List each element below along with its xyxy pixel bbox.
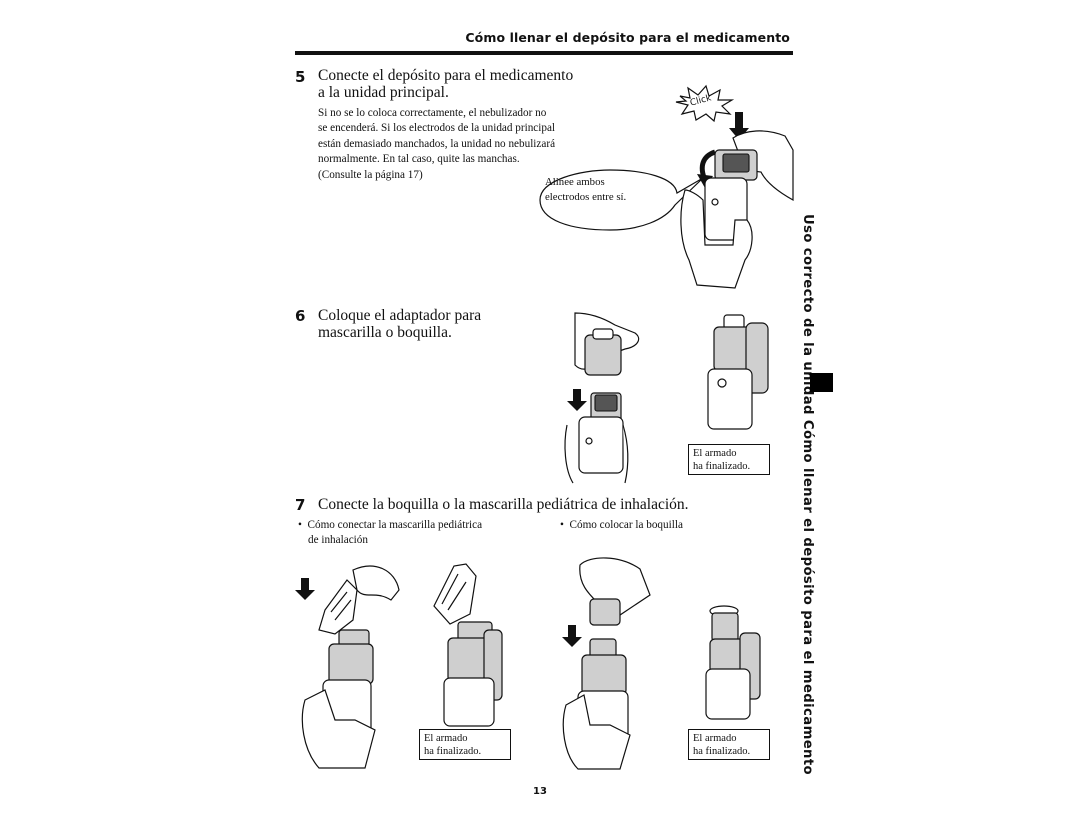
- curved-arrow-icon: [697, 149, 716, 188]
- step7-bullet-mouthpiece: • Cómo colocar la boquilla: [560, 518, 683, 533]
- section-header: Cómo llenar el depósito para el medicame…: [465, 30, 790, 45]
- step5-number: 5: [295, 68, 306, 86]
- mask-done-box: El armado ha finalizado.: [419, 729, 511, 760]
- mouth-done-line2: ha finalizado.: [693, 746, 751, 757]
- mask-attach-illustration: [295, 565, 400, 769]
- step6-adapter-illustration: [564, 312, 640, 484]
- step5-title-line2: a la unidad principal.: [318, 84, 449, 101]
- mouthpiece-attach-illustration: [562, 557, 651, 770]
- speech-bubble: [539, 169, 704, 231]
- step6-done-line2: ha finalizado.: [693, 461, 751, 472]
- down-arrow-icon: [295, 578, 315, 600]
- header-rule: [295, 51, 793, 55]
- bullet-icon: •: [560, 519, 570, 531]
- page-number: 13: [533, 786, 547, 797]
- bullet-mask-line1: Cómo conectar la mascarilla pediátrica: [307, 519, 483, 531]
- step6-title-line2: mascarilla o boquilla.: [318, 324, 452, 341]
- mask-done-line2: ha finalizado.: [424, 746, 482, 757]
- step5-note: Si no se lo coloca correctamente, el neb…: [318, 106, 578, 183]
- bubble-line2: electrodos entre sí.: [545, 191, 627, 203]
- bullet-mouth-text: Cómo colocar la boquilla: [569, 519, 683, 531]
- step6-number: 6: [295, 307, 306, 325]
- step6-done-box: El armado ha finalizado.: [688, 444, 770, 475]
- step5-note-line: están demasiado manchados, la unidad no …: [318, 137, 556, 150]
- step5-note-line: Si no se lo coloca correctamente, el neb…: [318, 107, 547, 119]
- mask-done-line1: El armado: [424, 733, 468, 744]
- click-starburst: [675, 84, 735, 123]
- down-arrow-icon: [567, 389, 587, 411]
- step5-illustration: [680, 112, 794, 289]
- down-arrow-icon: [562, 625, 582, 647]
- step7-title: Conecte la boquilla o la mascarilla pedi…: [318, 496, 689, 513]
- step6-title-line1: Coloque el adaptador para: [318, 307, 482, 324]
- mask-assembled-illustration: [433, 563, 503, 727]
- side-tab-marker: [810, 373, 833, 392]
- bullet-icon: •: [298, 519, 308, 531]
- step5-note-line: se encenderá. Si los electrodos de la un…: [318, 122, 556, 135]
- step7-bullet-mask: • Cómo conectar la mascarilla pediátrica…: [298, 518, 482, 549]
- side-tab-text: Uso correcto de la unidad Cómo llenar el…: [800, 214, 815, 776]
- step6-done-line1: El armado: [693, 448, 737, 459]
- step6-assembled-illustration: [707, 314, 769, 430]
- bubble-line1: Alinee ambos: [545, 176, 605, 188]
- side-tab: Uso correcto de la unidad Cómo llenar el…: [800, 214, 830, 775]
- mouth-done-line1: El armado: [693, 733, 737, 744]
- step7-number: 7: [295, 496, 306, 514]
- step5-note-line: normalmente. En tal caso, quite las manc…: [318, 153, 520, 166]
- bullet-mask-line2: de inhalación: [308, 534, 368, 547]
- step5-title-line1: Conecte el depósito para el medicamento: [318, 67, 574, 84]
- bubble-text: Alinee ambos electrodos entre sí.: [545, 175, 626, 205]
- mouthpiece-assembled-illustration: [705, 605, 761, 720]
- step5-note-line: (Consulte la página 17): [318, 168, 423, 181]
- mouth-done-box: El armado ha finalizado.: [688, 729, 770, 760]
